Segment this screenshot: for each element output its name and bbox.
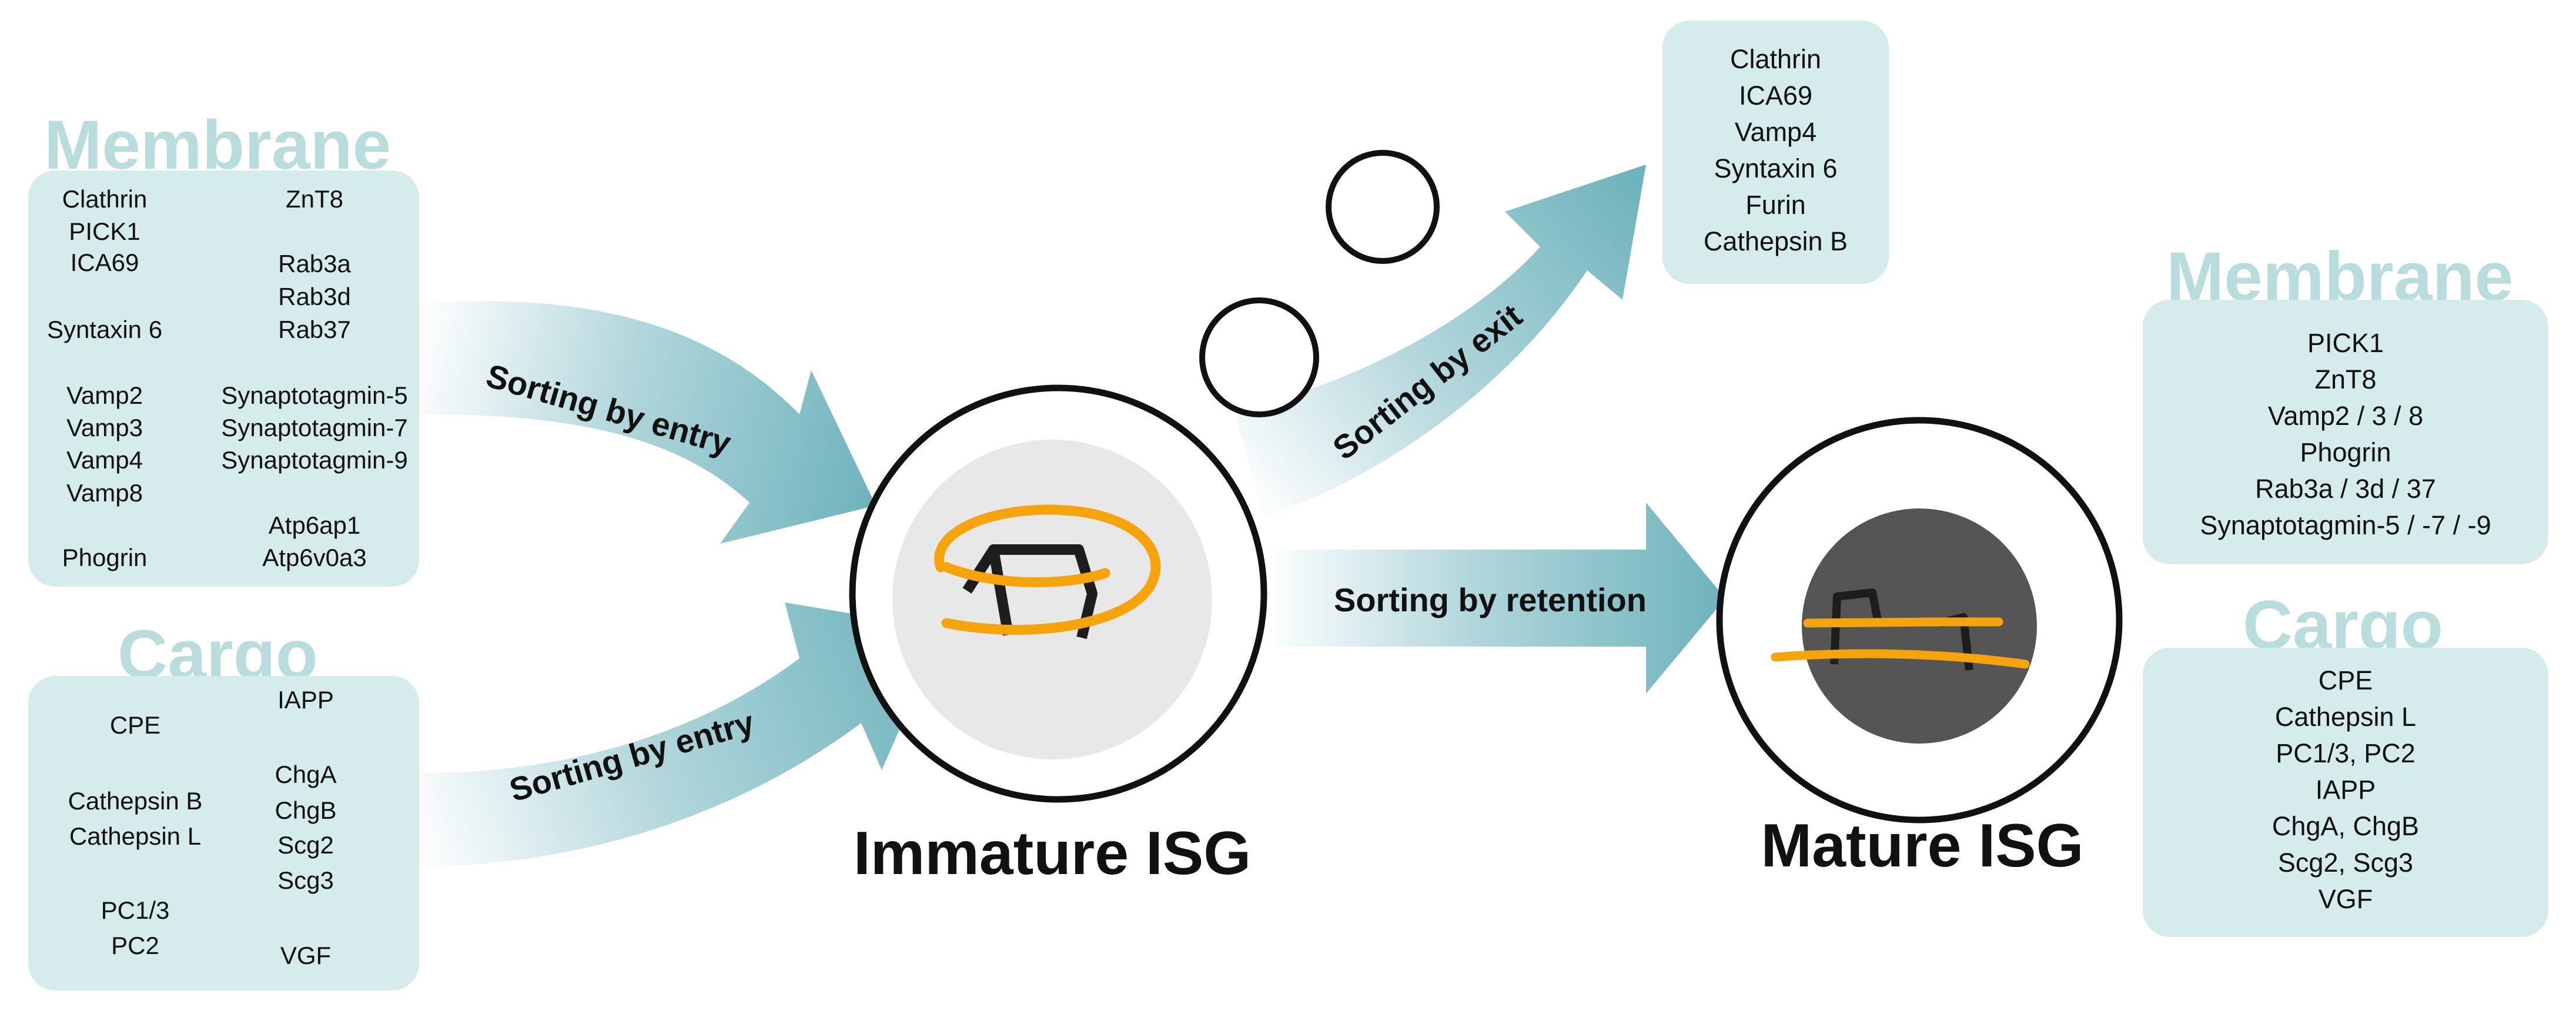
list-item: Cathepsin L [69, 822, 202, 850]
list-item: Furin [1745, 190, 1806, 220]
list-item: ICA69 [70, 249, 139, 276]
list-item: Synaptotagmin-5 [221, 381, 408, 409]
list-item: Atp6v0a3 [262, 544, 367, 571]
list-item: Atp6ap1 [268, 511, 361, 539]
entry-arrow-bottom [423, 602, 944, 867]
list-item: Vamp8 [66, 479, 143, 507]
small-vesicle-2 [1199, 297, 1319, 417]
right-cargo-box [2143, 648, 2548, 937]
mature-isg-label: Mature ISG [1761, 812, 2084, 880]
list-item: Clathrin [62, 185, 148, 213]
list-item: Vamp4 [1734, 117, 1817, 147]
list-item: Cathepsin L [2274, 702, 2417, 732]
immature-isg-label: Immature ISG [853, 819, 1252, 888]
list-item: ZnT8 [285, 185, 344, 213]
list-item: ChgA, ChgB [2271, 811, 2420, 841]
list-item: VGF [280, 942, 332, 969]
list-item: CPE [2318, 665, 2373, 695]
entry-arrow-top [423, 301, 876, 544]
list-item: Synaptotagmin-9 [221, 446, 408, 474]
immature-isg-core [892, 440, 1212, 759]
list-item: Phogrin [2300, 437, 2391, 467]
immature-dark-strand [962, 544, 1098, 640]
list-item: PC1/3, PC2 [2276, 738, 2416, 768]
list-item: Clathrin [1729, 44, 1822, 74]
list-item: VGF [2318, 884, 2373, 914]
immature-orange-strand [934, 504, 1161, 635]
left-cargo-box [28, 676, 419, 990]
left-membrane-box [28, 170, 419, 587]
list-item: Syntaxin 6 [1714, 153, 1838, 183]
immature-orange-strand-inner [941, 562, 1110, 588]
list-item: Synaptotagmin-5 / -7 / -9 [2200, 510, 2491, 540]
list-item: Vamp3 [66, 414, 143, 441]
list-item: Cathepsin B [1703, 226, 1848, 256]
small-vesicle-1 [1326, 150, 1440, 264]
list-item: Rab3a [278, 250, 351, 277]
list-item: Syntaxin 6 [46, 316, 163, 343]
list-item: ChgB [275, 796, 337, 824]
list-item: Vamp2 / 3 / 8 [2267, 401, 2424, 431]
list-item: Vamp4 [66, 446, 143, 474]
list-item: PC2 [111, 932, 159, 959]
list-item: PICK1 [2307, 328, 2384, 358]
list-item: PC1/3 [101, 896, 170, 924]
list-item: Phogrin [62, 544, 148, 571]
list-item: ICA69 [1738, 81, 1813, 111]
list-item: ZnT8 [2314, 364, 2377, 394]
right-membrane-box [2143, 300, 2548, 564]
list-item: Rab37 [278, 316, 351, 343]
list-item: Synaptotagmin-7 [221, 414, 408, 441]
list-item: IAPP [2315, 775, 2376, 805]
left-membrane-heading: Membrane [44, 106, 392, 184]
list-item: Cathepsin B [68, 787, 203, 815]
list-item: Scg3 [277, 866, 334, 894]
mature-orange-strand-bottom [1771, 649, 2030, 669]
arrow-label-retention: Sorting by retention [1334, 581, 1647, 618]
list-item: Scg2 [277, 831, 334, 859]
list-item: Rab3a / 3d / 37 [2255, 474, 2436, 504]
mature-orange-strand-top [1803, 617, 2003, 628]
list-item: ChgA [275, 761, 337, 788]
list-item: Scg2, Scg3 [2277, 848, 2414, 878]
list-item: Rab3d [278, 283, 351, 310]
retention-arrow [1276, 503, 1725, 694]
list-item: CPE [109, 711, 161, 739]
list-item: PICK1 [69, 217, 140, 245]
list-item: Vamp2 [66, 381, 143, 409]
exit-arrow [1235, 165, 1646, 517]
exit-box [1662, 21, 1889, 284]
list-item: IAPP [277, 686, 334, 714]
